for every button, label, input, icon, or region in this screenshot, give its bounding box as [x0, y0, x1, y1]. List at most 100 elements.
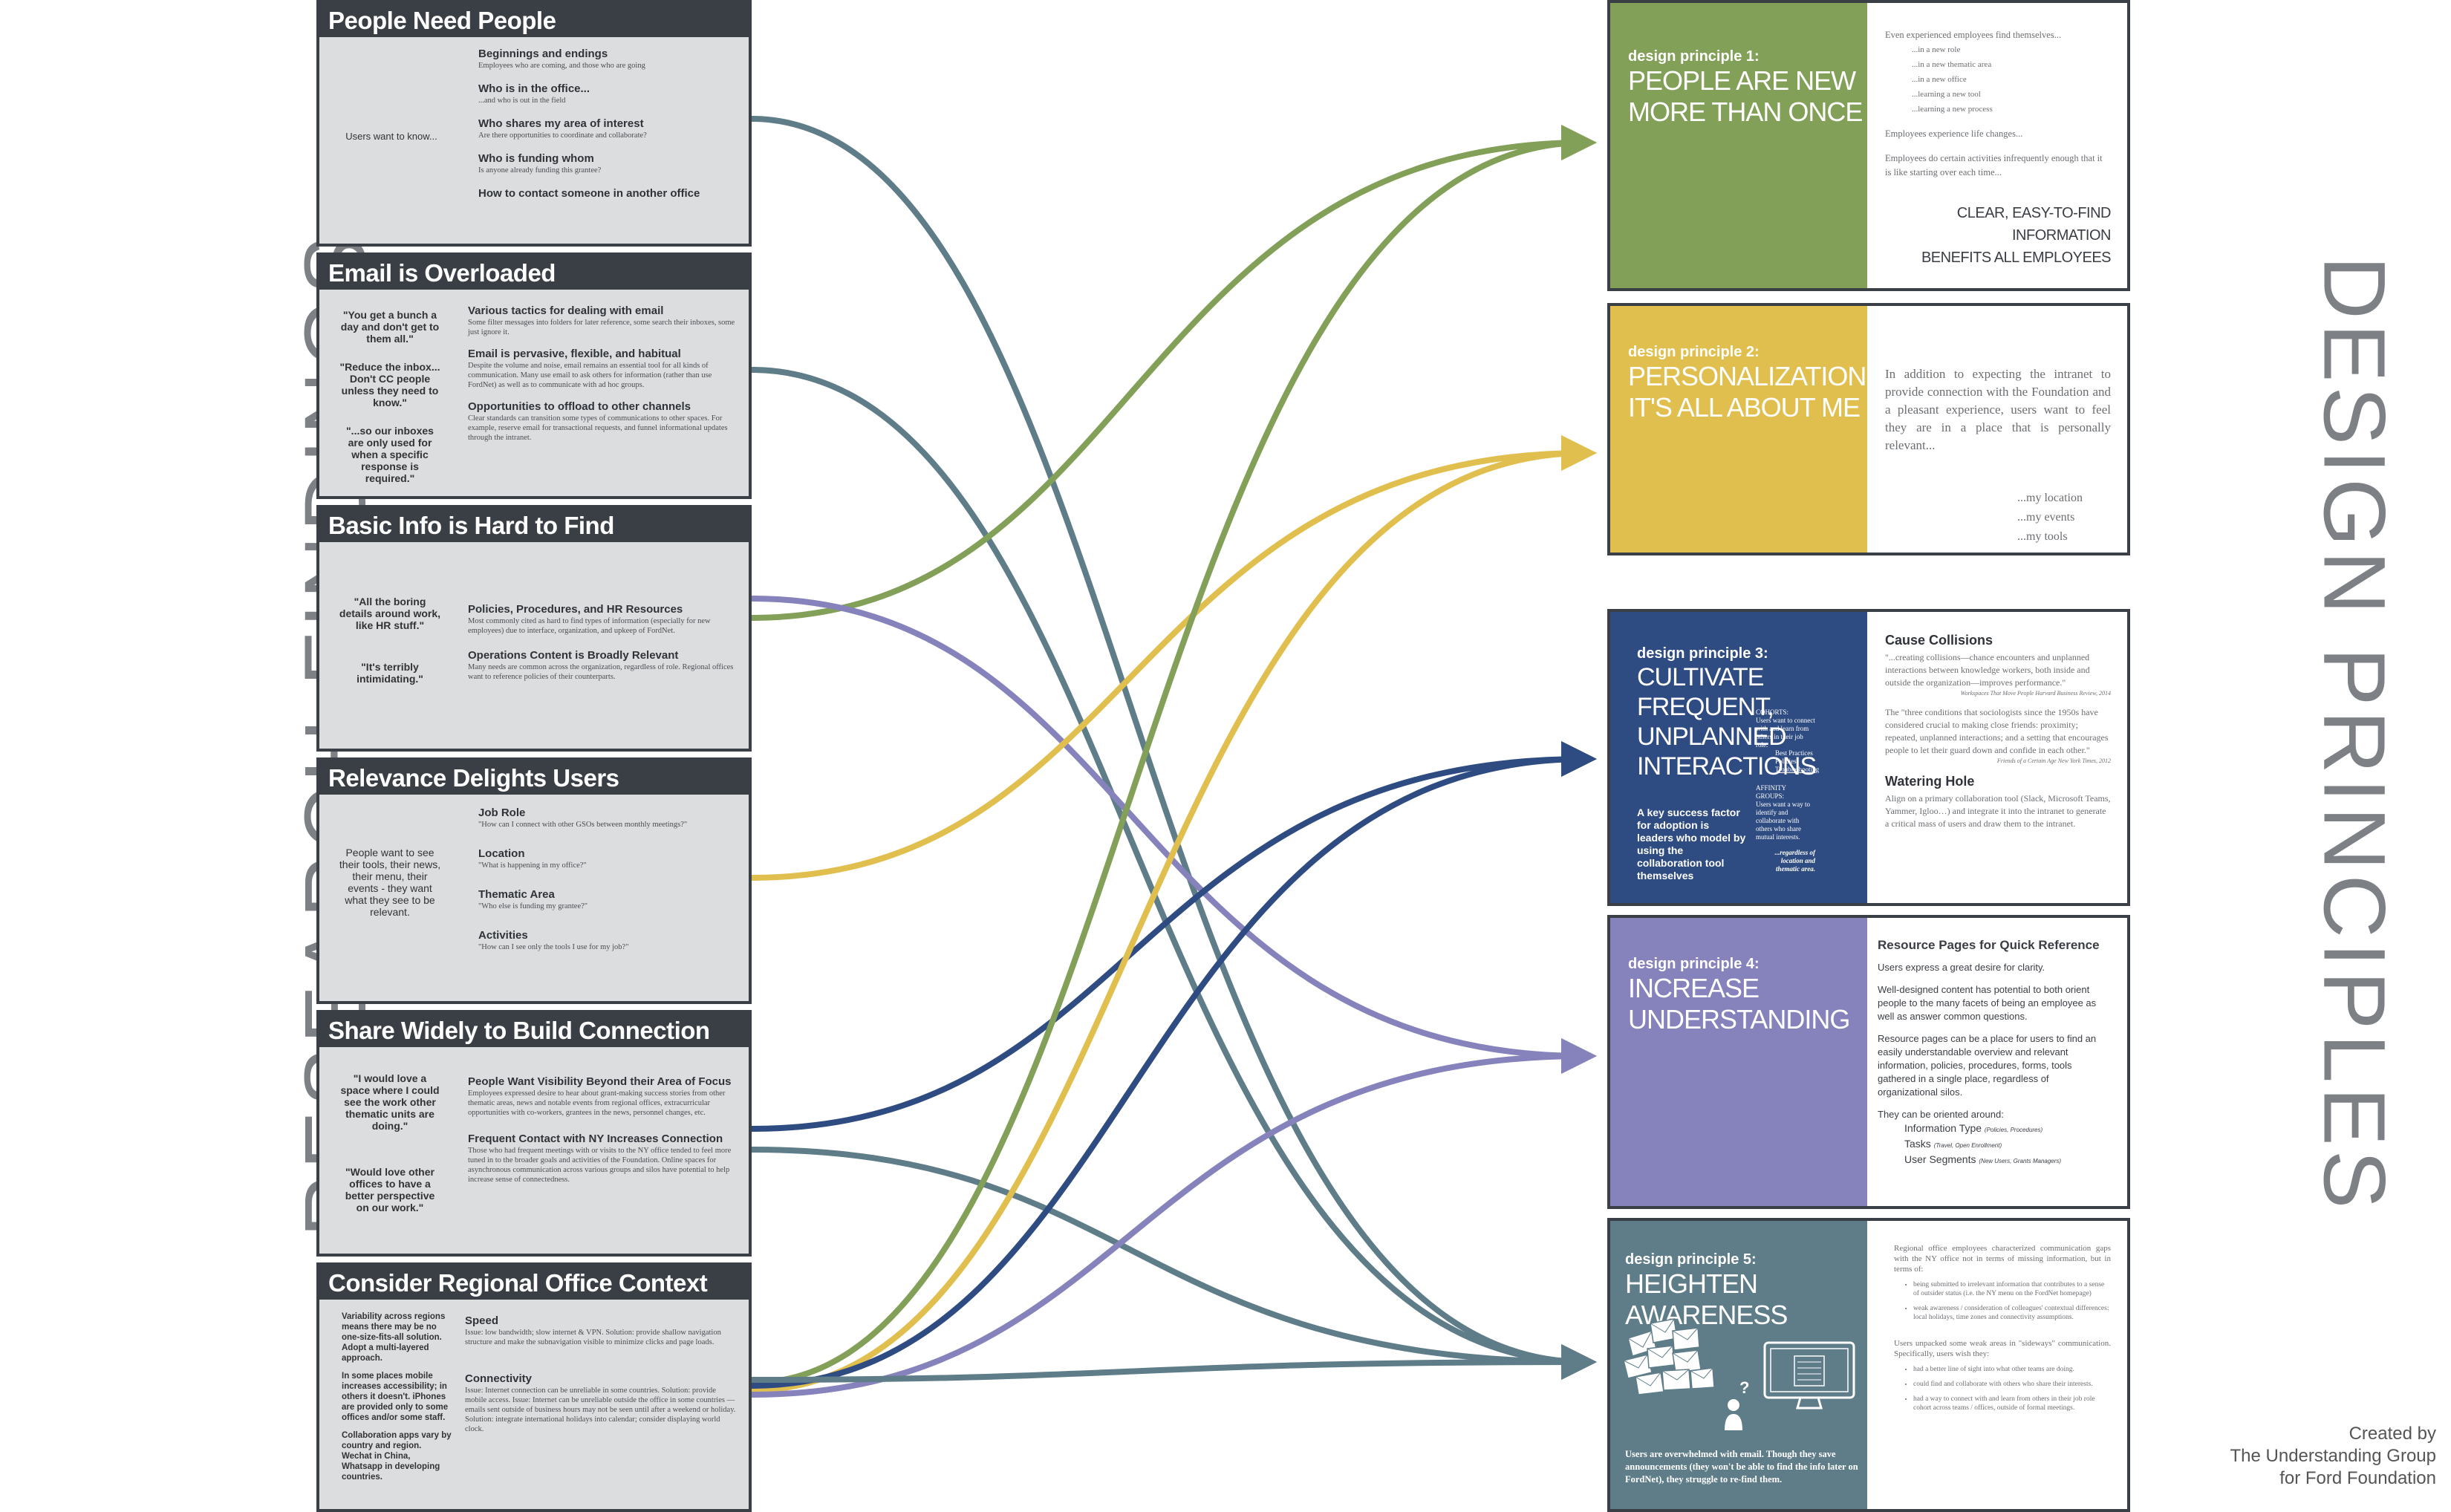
finding-quote: "All the boring details around work, lik… [339, 596, 441, 631]
item-desc: Clear standards can transition some type… [468, 414, 728, 442]
connector-5-to-1 [751, 435, 1597, 1393]
principle-text: Users express a great desire for clarity… [1878, 962, 2045, 973]
finding-title: Relevance Delights Users [319, 760, 749, 795]
principle-list-item: ...in a new thematic area [1912, 60, 1992, 69]
principle-text: Employees experience life changes... [1885, 128, 2023, 139]
principle-bullet: had a way to connect with and learn from… [1913, 1395, 2111, 1412]
item-title: Who shares my area of interest [478, 117, 644, 130]
finding-share-widely: Share Widely to Build Connection "I woul… [316, 1010, 752, 1257]
principle-name: INCREASE [1628, 973, 1760, 1003]
item-title: How to contact someone in another office [478, 187, 700, 200]
finding-quote: Users want to know... [345, 131, 437, 142]
finding-title: Share Widely to Build Connection [319, 1013, 749, 1047]
section-title: Cause Collisions [1885, 633, 1993, 648]
item-title: Operations Content is Broadly Relevant [468, 649, 679, 662]
principle-name: FREQUENT, [1637, 693, 1774, 721]
finding-title: People Need People [319, 3, 749, 37]
item-title: Who is in the office... [478, 82, 590, 95]
principle-note: Users are overwhelmed with email. Though… [1625, 1449, 1858, 1485]
finding-quote: "It's terribly intimidating." [357, 661, 423, 685]
connector-2-to-0 [751, 125, 1597, 621]
principle-bullet: could find and collaborate with others w… [1913, 1380, 2111, 1389]
principle-bullet: had a better line of sight into what oth… [1913, 1365, 2111, 1374]
principle-callout: CLEAR, EASY-TO-FIND INFORMATION [1956, 205, 2112, 244]
credit-line: Created by [2349, 1424, 2436, 1444]
item-title: People Want Visibility Beyond their Area… [468, 1075, 732, 1088]
side-text: Users want to connect with and learn fro… [1756, 717, 1815, 749]
section-text: The "three conditions that sociologists … [1885, 707, 2109, 755]
monitor-icon [1763, 1341, 1855, 1410]
principle-text: Regional office employees characterized … [1894, 1244, 2111, 1274]
finding-quote: Collaboration apps vary by country and r… [342, 1431, 452, 1482]
finding-title: Email is Overloaded [319, 255, 749, 290]
item-desc: Issue: Internet connection can be unreli… [465, 1386, 736, 1433]
section-text: Align on a primary collaboration tool (S… [1885, 793, 2111, 829]
side-text: Best Practices [1775, 749, 1813, 757]
item-title: Policies, Procedures, and HR Resources [468, 603, 683, 616]
principle-name: UNDERSTANDING [1628, 1004, 1850, 1034]
item-desc: Employees expressed desire to hear about… [468, 1089, 726, 1117]
type-label: Tasks [1904, 1138, 1931, 1150]
side-label: AFFINITY GROUPS: [1756, 784, 1786, 800]
section-title: Resource Pages for Quick Reference [1878, 938, 2100, 952]
principle-list-item: ...my events [2017, 511, 2075, 524]
connector-5-to-4 [751, 1344, 1597, 1383]
item-title: Speed [465, 1314, 499, 1327]
item-title: Location [478, 847, 525, 860]
principle-list-item: ...my location [2017, 492, 2083, 504]
principle-number: design principle 4: [1628, 956, 1760, 972]
principle-name: UNPLANNED [1637, 723, 1787, 751]
connector-0-to-4 [751, 116, 1597, 1380]
principle-name: PERSONALIZATION: [1628, 361, 1873, 391]
finding-quote: People want to see their tools, their ne… [339, 847, 441, 918]
finding-quote: Variability across regions means there m… [342, 1312, 446, 1363]
item-desc: Despite the volume and noise, email rema… [468, 362, 712, 389]
item-desc: Some filter messages into folders for la… [468, 319, 735, 336]
item-desc: "Who else is funding my grantee?" [478, 902, 588, 910]
principle-4: design principle 4: INCREASE UNDERSTANDI… [1607, 915, 2130, 1209]
type-label: Information Type [1904, 1122, 1982, 1134]
credit-line: The Understanding Group [2230, 1446, 2437, 1466]
finding-quote: "I would love a space where I could see … [340, 1072, 440, 1132]
principle-name: PEOPLE ARE NEW [1628, 65, 1856, 96]
side-text: ...regardless of location and thematic a… [1774, 849, 1816, 873]
principle-name: IT'S ALL ABOUT ME [1628, 392, 1861, 423]
credit-line: for Ford Foundation [2279, 1468, 2436, 1488]
principle-number: design principle 5: [1625, 1251, 1757, 1268]
item-title: Who is funding whom [478, 152, 594, 165]
item-title: Beginnings and endings [478, 48, 608, 60]
finding-quote: "Reduce the inbox... Don't CC people unl… [339, 361, 440, 408]
connector-5-to-2 [751, 741, 1597, 1389]
item-desc: Employees who are coming, and those who … [478, 62, 645, 70]
principle-2: design principle 2: PERSONALIZATION: IT'… [1607, 303, 2130, 555]
principle-list-item: ...in a new role [1912, 45, 1961, 54]
connector-5-to-3 [751, 1038, 1597, 1398]
item-desc: "How can I see only the tools I use for … [478, 943, 629, 951]
item-title: Connectivity [465, 1372, 533, 1385]
item-desc: Those who had frequent meetings with or … [468, 1147, 732, 1184]
finding-regional-office: Consider Regional Office Context Variabi… [316, 1262, 752, 1512]
principle-note: A key success factor for adoption is lea… [1637, 806, 1746, 882]
connector-4-to-2 [751, 741, 1597, 1132]
principle-number: design principle 3: [1637, 645, 1768, 662]
principle-number: design principle 2: [1628, 344, 1760, 360]
section-source: Workspaces That Move People Harvard Busi… [1960, 690, 2111, 697]
principle-text: In addition to expecting the intranet to… [1885, 367, 2111, 452]
side-text: Troubleshooting [1775, 766, 1820, 773]
email-pile-icon [1623, 1318, 1715, 1395]
section-title: Watering Hole [1885, 774, 1975, 789]
item-desc: ...and who is out in the field [478, 97, 566, 105]
principle-name: INTERACTIONS [1637, 752, 1817, 781]
credit: Created by The Understanding Group for F… [2230, 1423, 2437, 1490]
type-note: (Policies, Procedures) [1984, 1127, 2043, 1133]
principle-5: design principle 5: HEIGHTEN AWARENESS ?… [1607, 1218, 2130, 1512]
item-title: Opportunities to offload to other channe… [468, 400, 691, 413]
item-title: Email is pervasive, flexible, and habitu… [468, 348, 681, 360]
finding-quote: "...so our inboxes are only used for whe… [346, 425, 434, 484]
principle-list-item: ...in a new office [1912, 75, 1967, 84]
principle-callout: BENEFITS ALL EMPLOYEES [1921, 250, 2112, 266]
section-source: Friends of a Certain Age New York Times,… [1996, 757, 2111, 764]
finding-quote: "Would love other offices to have a bett… [345, 1166, 435, 1213]
type-label: User Segments [1904, 1153, 1976, 1165]
finding-quote: In some places mobile increases accessib… [342, 1372, 449, 1422]
